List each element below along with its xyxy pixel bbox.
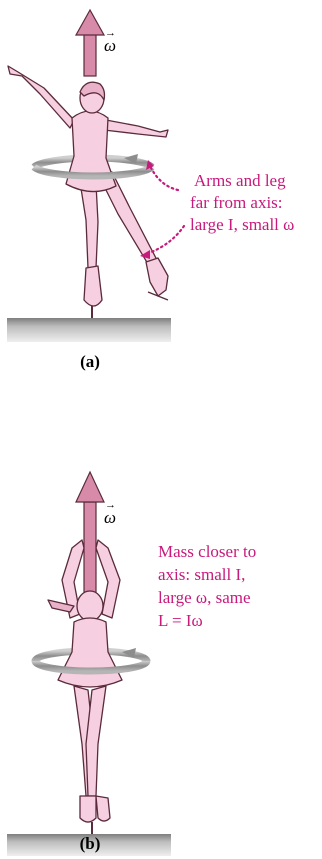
annotation-a-line-1: Arms and leg xyxy=(194,170,286,191)
annotation-b-line-2: axis: small I, xyxy=(158,564,245,585)
angular-velocity-arrow-a xyxy=(76,10,104,76)
annotation-b-line-1: Mass closer to xyxy=(158,541,256,562)
panel-b xyxy=(7,472,171,856)
omega-label-a: → ω xyxy=(104,36,116,56)
skater-a xyxy=(8,66,168,306)
omega-label-b: → ω xyxy=(104,508,116,528)
vector-arrow-icon: → xyxy=(105,499,116,511)
panel-label-b: (b) xyxy=(60,834,120,854)
annotation-a-line-2: far from axis: xyxy=(190,192,283,213)
annotation-a-line-3: large I, small ω xyxy=(190,214,294,235)
ice-floor-a xyxy=(7,318,171,342)
annotation-b-line-3: large ω, same xyxy=(158,587,251,608)
vector-arrow-icon: → xyxy=(105,27,116,39)
pointer-lines-a xyxy=(146,166,184,254)
panel-label-a: (a) xyxy=(60,352,120,372)
annotation-b-line-4: L = Iω xyxy=(158,610,203,631)
panel-a xyxy=(7,10,184,342)
